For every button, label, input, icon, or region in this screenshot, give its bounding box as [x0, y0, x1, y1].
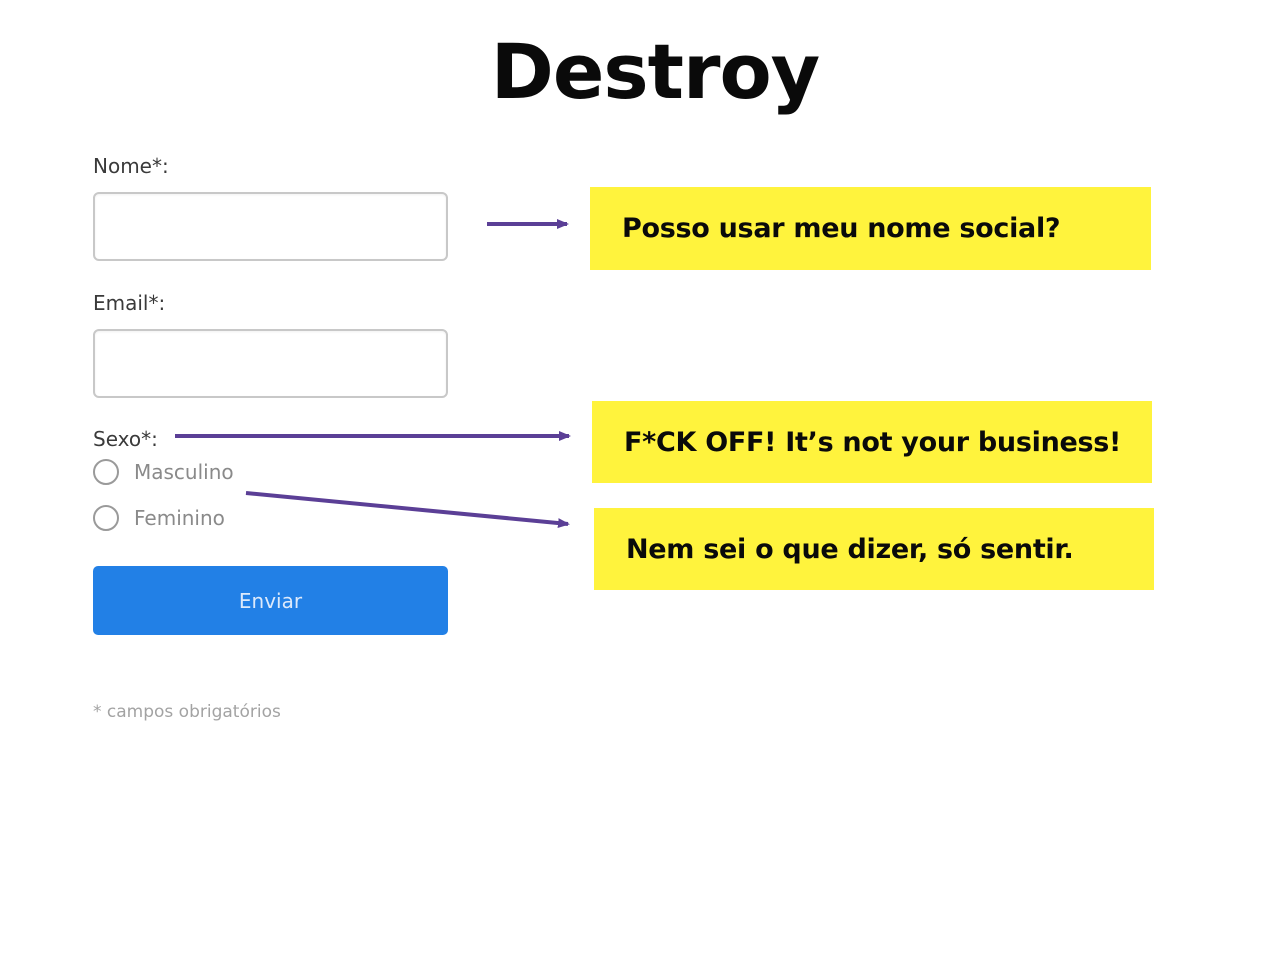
radio-label-feminino: Feminino	[134, 506, 225, 530]
radio-masculino[interactable]	[93, 459, 119, 485]
radio-option-feminino[interactable]: Feminino	[93, 505, 225, 531]
email-label: Email*:	[93, 291, 166, 315]
name-input[interactable]	[93, 192, 448, 261]
email-input[interactable]	[93, 329, 448, 398]
radio-option-masculino[interactable]: Masculino	[93, 459, 234, 485]
submit-button[interactable]: Enviar	[93, 566, 448, 635]
required-fields-note: * campos obrigatórios	[93, 702, 281, 722]
arrow-options-to-callout	[245, 491, 570, 529]
callout-sex-response: F*CK OFF! It’s not your business!	[592, 401, 1152, 483]
callout-options-response: Nem sei o que dizer, só sentir.	[594, 508, 1154, 590]
name-label: Nome*:	[93, 154, 169, 178]
callout-name-question: Posso usar meu nome social?	[590, 187, 1151, 270]
radio-feminino[interactable]	[93, 505, 119, 531]
slide-title: Destroy	[490, 27, 820, 116]
sex-label: Sexo*:	[93, 427, 158, 451]
radio-label-masculino: Masculino	[134, 460, 234, 484]
